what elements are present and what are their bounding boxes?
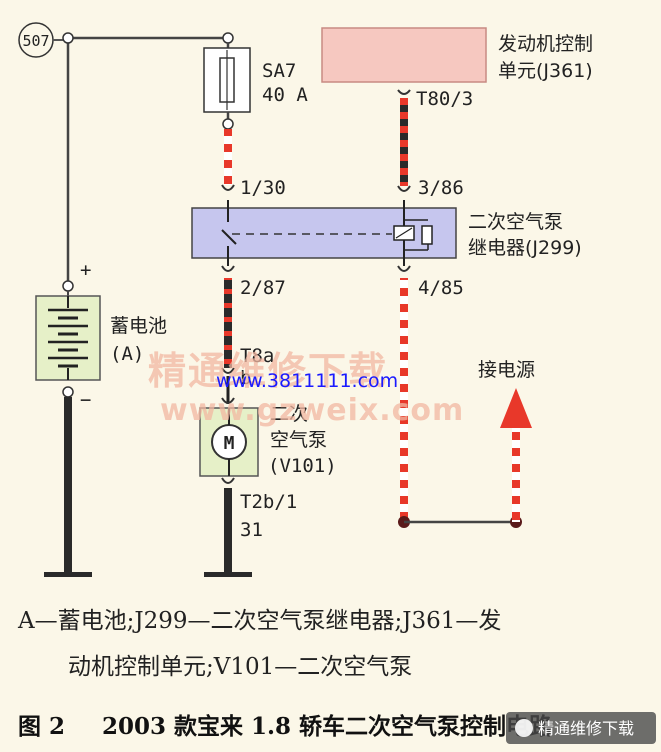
ground-pump bbox=[204, 572, 252, 577]
wire-relay-pump bbox=[224, 278, 232, 368]
pump-name-line3: (V101) bbox=[268, 455, 337, 477]
power-arrow-icon bbox=[500, 388, 532, 428]
wire-pump-ground bbox=[224, 488, 232, 574]
ecu-pin-t80-3: T80/3 bbox=[416, 88, 473, 110]
battery-name-line2: (A) bbox=[110, 343, 144, 365]
caption-line1: A—蓄电池;J299—二次空气泵继电器;J361—发 bbox=[17, 608, 501, 634]
pump-pin-t2b-1: T2b/1 bbox=[240, 491, 297, 513]
power-label: 接电源 bbox=[478, 359, 535, 381]
ground-battery bbox=[44, 572, 92, 577]
battery-minus: − bbox=[80, 389, 91, 411]
wire-power-feed bbox=[512, 424, 520, 522]
wire-relay-power bbox=[400, 278, 408, 520]
caption-line2: 动机控制单元;V101—二次空气泵 bbox=[68, 654, 412, 680]
fuse-id: SA7 bbox=[262, 60, 296, 82]
relay-pin-2-87: 2/87 bbox=[240, 277, 286, 299]
relay-pin-3-86: 3/86 bbox=[418, 177, 464, 199]
watermark-url1: www.3811111.com bbox=[216, 370, 398, 392]
source-badge: 精通维修下载 bbox=[506, 712, 656, 744]
pump-pin-a: T8a bbox=[240, 345, 274, 367]
relay-j299 bbox=[191, 200, 457, 266]
pump-name-line1: 二次 bbox=[270, 403, 308, 425]
ecu-j361 bbox=[321, 27, 487, 83]
battery-plus: + bbox=[80, 259, 91, 281]
pump-wire-31: 31 bbox=[240, 519, 263, 541]
relay-pin-4-85: 4/85 bbox=[418, 277, 464, 299]
battery-name-line1: 蓄电池 bbox=[110, 315, 167, 337]
wire-fuse-relay bbox=[224, 129, 232, 185]
relay-pin-1-30: 1/30 bbox=[240, 177, 286, 199]
ecu-name-line2: 单元(J361) bbox=[498, 60, 593, 82]
relay-name-line2: 继电器(J299) bbox=[468, 237, 582, 259]
battery-a bbox=[35, 295, 101, 381]
pump-v101: M bbox=[199, 407, 259, 477]
pump-pin-b: b bbox=[240, 367, 251, 389]
watermark-url2: www.gzweix.com bbox=[160, 393, 464, 428]
node-507: 507 bbox=[18, 22, 54, 58]
badge-label: 精通维修下载 bbox=[538, 719, 634, 738]
wire-battery-ground bbox=[64, 397, 72, 574]
pump-name-line2: 空气泵 bbox=[270, 429, 327, 451]
wire-ecu-relay bbox=[400, 98, 408, 186]
relay-name-line1: 二次空气泵 bbox=[468, 211, 563, 233]
figure-title: 2003 款宝来 1.8 轿车二次空气泵控制电路 bbox=[102, 713, 553, 740]
fuse-rating: 40 A bbox=[262, 84, 308, 106]
node-507-label: 507 bbox=[22, 32, 49, 50]
ecu-name-line1: 发动机控制 bbox=[498, 33, 593, 55]
figure-number: 图 2 bbox=[18, 713, 65, 740]
watermark-cn: 精通维修下载 bbox=[148, 349, 388, 393]
fuse-sa7 bbox=[203, 47, 251, 113]
motor-symbol: M bbox=[224, 433, 235, 454]
